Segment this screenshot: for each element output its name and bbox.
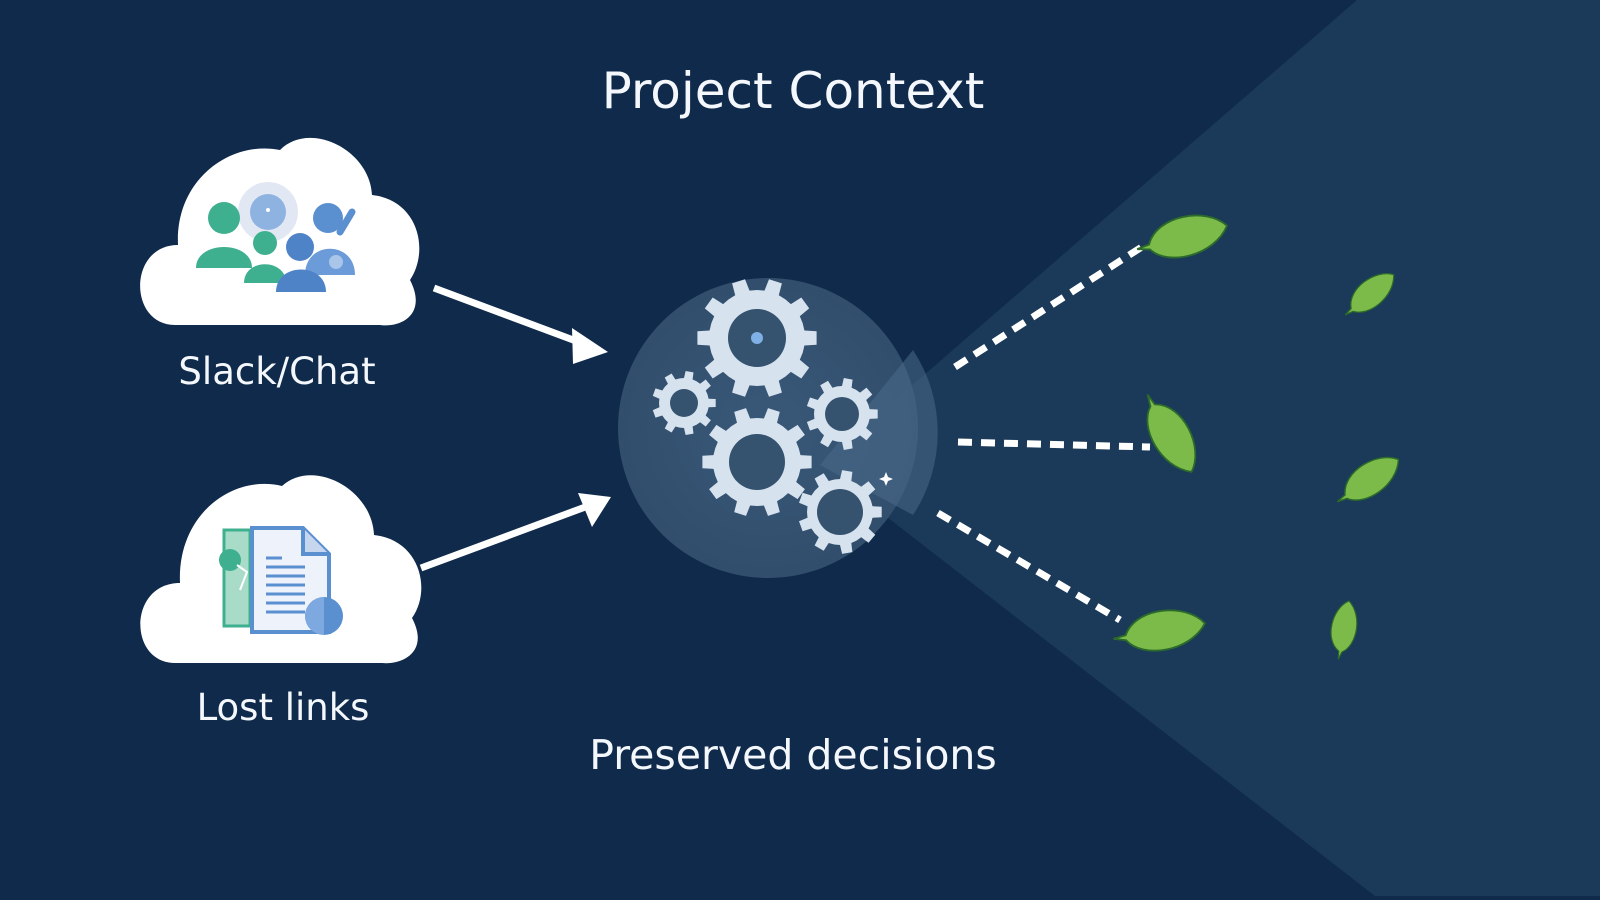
diagram-title: Project Context xyxy=(601,62,985,120)
leaf-icon xyxy=(1344,273,1395,316)
lost-links-cloud xyxy=(140,475,422,664)
input-arrow-1 xyxy=(432,284,608,364)
leaf-icon xyxy=(1146,393,1197,473)
leaf-icon xyxy=(1330,600,1358,660)
gear-icon xyxy=(702,408,812,516)
gear-icon xyxy=(799,470,882,554)
gear-icon xyxy=(652,371,716,435)
people-group-icon xyxy=(196,182,356,292)
leaf-icon xyxy=(1136,214,1229,259)
dashed-connector-1 xyxy=(953,240,1150,370)
gears-icon xyxy=(652,279,882,554)
slack-chat-label: Slack/Chat xyxy=(178,350,376,393)
output-beam xyxy=(820,0,1600,896)
preserved-decisions-label: Preserved decisions xyxy=(589,731,997,779)
leaf-icon xyxy=(1113,609,1207,652)
dashed-connector-3 xyxy=(936,509,1122,624)
input-arrow-2 xyxy=(419,493,611,572)
sparkle-icon xyxy=(879,472,893,486)
lost-links-label: Lost links xyxy=(196,686,370,729)
gear-icon xyxy=(697,279,817,397)
leaf-icon xyxy=(1336,456,1400,503)
leaves-group xyxy=(1113,214,1400,660)
document-icon xyxy=(219,526,343,635)
gear-icon xyxy=(806,378,878,450)
slack-chat-cloud xyxy=(140,137,420,326)
dashed-connector-2 xyxy=(957,438,1151,451)
